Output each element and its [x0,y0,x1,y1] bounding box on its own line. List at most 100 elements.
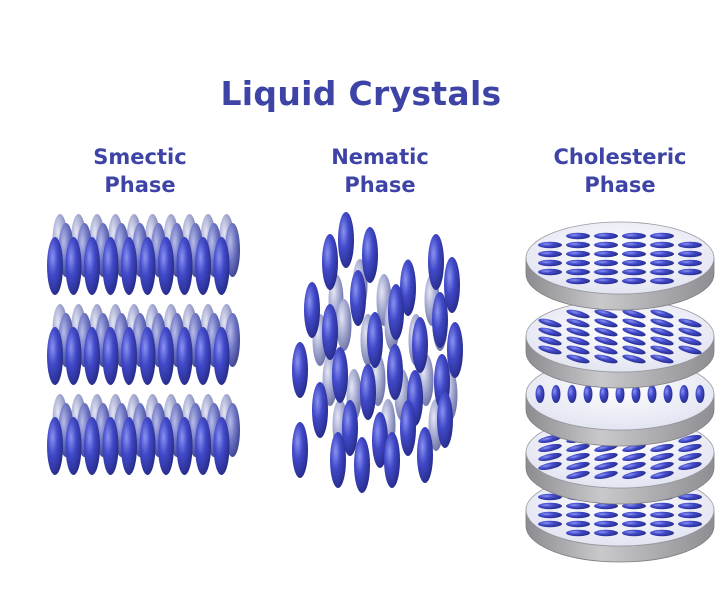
cholesteric-molecule [594,318,618,328]
cholesteric-molecule [566,259,590,267]
cholesteric-molecule [650,241,674,249]
cholesteric-molecule [678,241,702,249]
cholesteric-molecule [566,241,590,249]
cholesteric-molecule [538,327,562,337]
cholesteric-molecule [622,336,646,346]
cholesteric-molecule [599,385,609,403]
cholesteric-molecule [594,345,618,355]
cholesteric-phase-label: Cholesteric Phase [520,143,720,199]
smectic-molecule-front [65,417,82,475]
smectic-molecule-front [158,237,174,295]
cholesteric-molecule [566,327,590,337]
cholesteric-molecule [678,345,702,355]
cholesteric-stack [525,221,715,563]
cholesteric-molecule [538,268,562,276]
cholesteric-molecule [622,232,646,240]
cholesteric-molecule [538,511,562,519]
cholesteric-molecule [538,345,562,355]
nematic-molecule-front [444,257,460,313]
cholesteric-molecule [678,443,702,453]
smectic-molecule-front [176,237,193,295]
nematic-molecule-back [336,299,352,351]
nematic-molecule-front [332,347,348,403]
cholesteric-molecule [594,232,618,240]
nematic-label-line1: Nematic [331,145,429,169]
cholesteric-molecule [650,336,674,346]
cholesteric-molecule [594,529,618,537]
cholesteric-molecule [566,461,590,471]
nematic-molecule-front [338,212,354,268]
cholesteric-molecule [567,385,577,403]
cholesteric-molecule [622,327,646,337]
cholesteric-molecule [622,354,646,364]
cholesteric-molecule [566,250,590,258]
cholesteric-molecule [650,327,674,337]
cholesteric-molecule [594,520,618,528]
cholesteric-molecule [566,520,590,528]
cholesteric-molecule [678,336,702,346]
cholesteric-molecule [594,461,618,471]
nematic-molecule-front [372,412,388,468]
smectic-molecule-front [102,417,119,475]
nematic-molecule-front [312,382,328,438]
cholesteric-molecule [678,259,702,267]
nematic-molecule-front [387,344,403,400]
smectic-molecule-front [195,327,211,385]
cholesteric-molecule [566,268,590,276]
nematic-molecule-front [360,364,376,420]
cholesteric-molecule [622,250,646,258]
nematic-molecule-front [292,422,308,478]
nematic-molecule-front [428,234,444,290]
cholesteric-molecule [622,259,646,267]
cholesteric-molecule [538,493,562,501]
smectic-molecule-front [47,327,63,385]
smectic-molecule-front [121,417,137,475]
cholesteric-molecule [622,452,646,462]
cholesteric-molecule [663,385,673,403]
nematic-molecule-front [322,234,338,290]
cholesteric-molecule [678,250,702,258]
nematic-molecule-front [304,282,320,338]
cholesteric-molecule [622,268,646,276]
cholesteric-molecule [566,470,590,480]
cholesteric-molecule [678,327,702,337]
cholesteric-molecule [538,259,562,267]
cholesteric-molecule [650,354,674,364]
cholesteric-molecule [622,511,646,519]
cholesteric-molecule [538,434,562,444]
nematic-molecule-front [354,437,370,493]
cholesteric-molecule [566,345,590,355]
nematic-molecule-front [330,432,346,488]
cholesteric-molecule [678,511,702,519]
cholesteric-molecule [678,434,702,444]
cholesteric-disc [525,221,715,311]
smectic-molecule-front [213,327,230,385]
nematic-molecule-front [447,322,463,378]
cholesteric-molecule [678,268,702,276]
cholesteric-molecule [650,529,674,537]
smectic-molecule-front [47,237,63,295]
cholesteric-molecule [650,232,674,240]
nematic-molecule-front [322,304,338,360]
smectic-molecule-front [47,417,63,475]
nematic-molecule-front [432,292,448,348]
diagram-title: Liquid Crystals [220,74,502,113]
cholesteric-molecule [678,452,702,462]
cholesteric-molecule [566,318,590,328]
cholesteric-molecule [566,309,590,319]
cholesteric-molecule [538,336,562,346]
cholesteric-molecule [650,318,674,328]
smectic-molecule-front [213,417,230,475]
cholesteric-molecule [622,461,646,471]
cholesteric-molecule [566,277,590,285]
cholesteric-molecule [566,232,590,240]
smectic-molecule-front [139,417,156,475]
cholesteric-molecule [538,502,562,510]
smectic-molecule-front [102,327,119,385]
nematic-phase-label: Nematic Phase [280,143,480,199]
nematic-molecule-front [350,270,366,326]
smectic-molecule-front [102,237,119,295]
cholesteric-molecule [650,268,674,276]
smectic-molecule-front [65,237,82,295]
smectic-molecules [47,214,240,475]
